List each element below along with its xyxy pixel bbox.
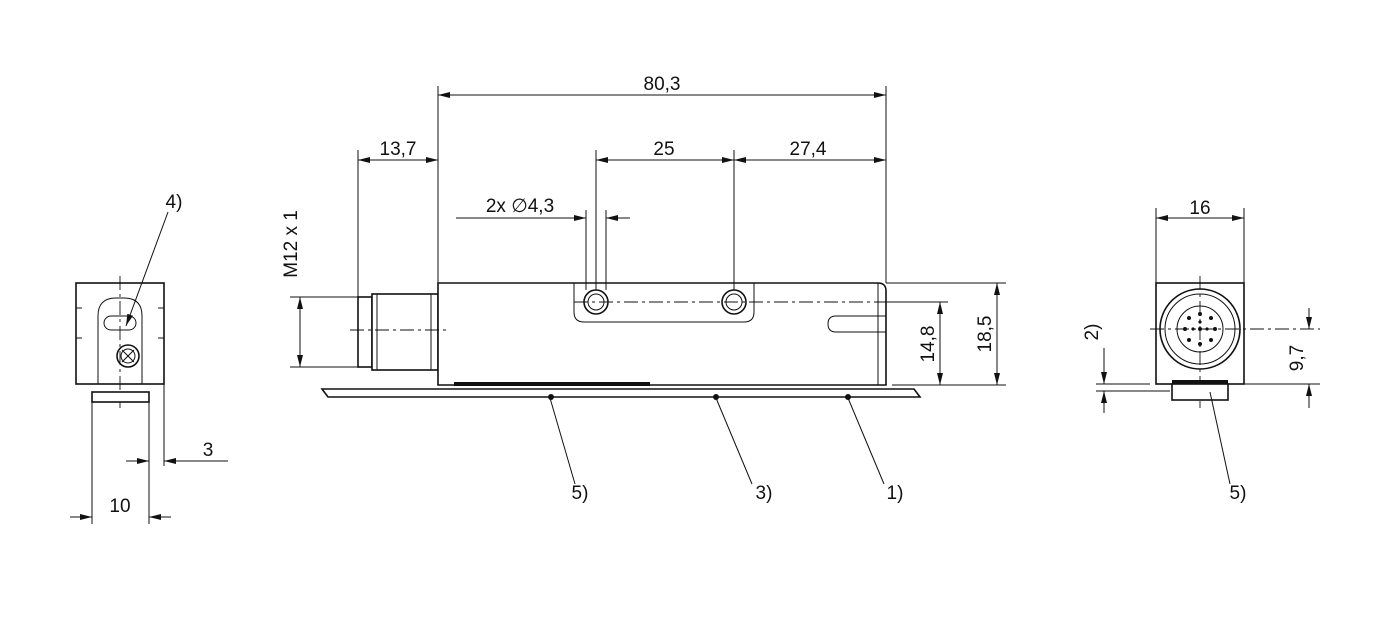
dim-front-width: 16 — [1189, 198, 1210, 219]
front-tape — [1171, 383, 1229, 401]
screw-icon — [116, 344, 140, 368]
callout-5-front: 5) — [1230, 483, 1247, 504]
dim-hole-spacing: 25 — [653, 139, 674, 160]
callout-5-main: 5) — [572, 483, 589, 504]
callout-leader-3 — [715, 397, 753, 485]
dim-connector-height: 9,7 — [1287, 345, 1308, 371]
front-sensing-face — [1172, 380, 1228, 384]
front-view: 16 9,7 2) 5) — [1082, 198, 1320, 504]
dim-overall-length: 80,3 — [644, 74, 681, 95]
callout-3: 3) — [756, 483, 773, 504]
dim-connector-offset: 13,7 — [380, 139, 417, 160]
callout-4: 4) — [166, 192, 183, 213]
connector-flange — [357, 296, 373, 368]
callout-leader-1 — [847, 397, 885, 485]
side-bracket — [97, 297, 143, 384]
side-view: 10 3 4) — [70, 192, 228, 524]
dim-body-height: 14,8 — [918, 326, 939, 363]
dim-hole-to-end: 27,4 — [790, 139, 827, 160]
callout-1: 1) — [887, 483, 904, 504]
dim-hole-diameter: 2x ∅4,3 — [486, 196, 554, 217]
callout-leader-5-front — [1209, 391, 1231, 485]
connector-thread — [371, 293, 439, 371]
dim-side-width: 10 — [109, 496, 130, 517]
callout-2: 2) — [1082, 324, 1103, 341]
dim-total-height: 18,5 — [975, 316, 996, 353]
side-tape — [91, 391, 150, 403]
mounting-plate — [573, 283, 755, 323]
dim-side-offset: 3 — [203, 440, 214, 461]
sensor-body — [437, 282, 887, 386]
callout-leader-5 — [549, 397, 576, 485]
dim-thread: M12 x 1 — [281, 210, 302, 278]
main-view: 80,3 13,7 25 27,4 2x ∅4,3 M12 x 1 14,8 1… — [281, 74, 1006, 504]
magnetic-tape — [320, 388, 922, 398]
callout-leader-4 — [125, 211, 169, 327]
sensing-face — [454, 382, 650, 386]
